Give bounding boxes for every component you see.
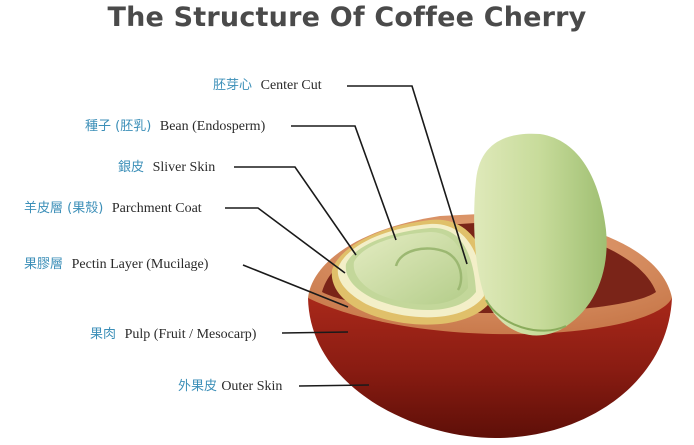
label-zh: 果膠層 <box>24 257 64 272</box>
leader-line-silver-skin <box>234 166 357 256</box>
label-bean: 種子 (胚乳) Bean (Endosperm) <box>85 118 265 135</box>
label-zh: 果肉 <box>90 327 117 342</box>
outer-skin-shape <box>308 298 672 439</box>
leader-line-bean <box>291 125 397 241</box>
leader-line-parchment <box>225 207 346 274</box>
label-zh: 胚芽心 <box>213 78 253 93</box>
label-pulp: 果肉 Pulp (Fruit / Mesocarp) <box>90 326 256 343</box>
label-zh: 羊皮層 (果殼) <box>24 201 104 216</box>
label-zh: 種子 (胚乳) <box>85 119 152 134</box>
leader-line-pectin <box>242 264 349 308</box>
label-zh: 銀皮 <box>118 160 145 175</box>
diagram-title: The Structure Of Coffee Cherry <box>107 2 587 33</box>
label-en: Pulp (Fruit / Mesocarp) <box>124 327 257 342</box>
label-en: Sliver Skin <box>152 160 216 175</box>
label-en: Center Cut <box>260 78 322 93</box>
label-en: Outer Skin <box>221 379 283 394</box>
leader-line-outer-skin <box>298 384 370 387</box>
label-pectin: 果膠層 Pectin Layer (Mucilage) <box>24 256 208 273</box>
leader-line-pulp <box>281 331 349 334</box>
bean-right-edge <box>485 299 567 332</box>
label-outer-skin: 外果皮 Outer Skin <box>178 378 282 395</box>
bean-right-shape <box>474 133 607 336</box>
label-en: Pectin Layer (Mucilage) <box>71 257 209 272</box>
label-en: Parchment Coat <box>111 201 202 216</box>
label-silver-skin: 銀皮 Sliver Skin <box>118 159 215 176</box>
label-center-cut: 胚芽心 Center Cut <box>213 77 322 94</box>
label-en: Bean (Endosperm) <box>159 119 266 134</box>
label-parchment: 羊皮層 (果殼) Parchment Coat <box>24 200 202 217</box>
leader-line-center-cut <box>347 85 468 265</box>
label-zh: 外果皮 <box>178 379 218 394</box>
center-cut-line <box>394 247 463 291</box>
